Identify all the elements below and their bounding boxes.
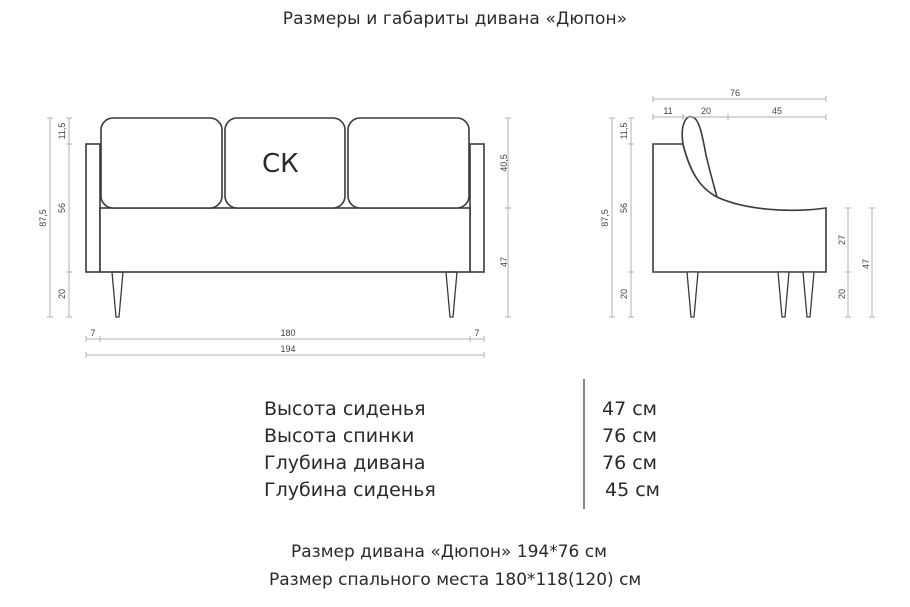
dim-front-total-height: 87,5 (38, 209, 48, 227)
left-armrest (85, 143, 101, 273)
dim-front-total-width: 194 (280, 344, 295, 354)
spec-value: 47 см (602, 398, 657, 420)
spec-label: Высота сиденья (264, 398, 426, 420)
spec-label: Высота спинки (264, 425, 415, 447)
sofa-model-label: СК (262, 149, 299, 179)
dim-side-body-height: 56 (619, 203, 629, 213)
right-armrest (469, 143, 485, 273)
back-cushion-middle (224, 117, 346, 209)
front-view (85, 117, 485, 318)
dim-side-total-height: 87,5 (600, 209, 610, 227)
dim-side-leg-height-left: 20 (619, 289, 629, 299)
front-dimension-lines (47, 117, 511, 358)
spec-label: Глубина сиденья (264, 479, 436, 501)
side-leg-front-2 (802, 271, 815, 318)
sofa-size-text: Размер дивана «Дюпон» 194*76 см (291, 542, 607, 562)
dim-side-arm-depth: 11 (663, 106, 672, 116)
spec-value: 76 см (602, 452, 657, 474)
sleeping-size-text: Размер спального места 180*118(120) см (269, 570, 642, 590)
sofa-drawings: СК 87,5 11,5 56 20 40,5 47 7 180 7 194 (38, 88, 875, 358)
back-cushion-left (100, 117, 223, 209)
dim-side-back-depth: 20 (701, 106, 711, 116)
dim-front-arm-right: 7 (474, 328, 479, 338)
dim-front-seat-height: 47 (499, 257, 509, 267)
side-view (652, 116, 827, 318)
dim-front-cushion-top: 11,5 (57, 123, 67, 140)
dim-front-leg-height: 20 (57, 289, 67, 299)
side-back-cushion (681, 116, 719, 199)
side-leg-rear (686, 271, 699, 318)
spec-value: 45 см (605, 479, 660, 501)
dim-front-seat-width: 180 (280, 328, 295, 338)
seat-base (99, 207, 471, 273)
front-leg-right (445, 271, 458, 318)
back-cushion-right (347, 117, 470, 209)
specs-divider (583, 379, 585, 509)
front-leg-left (111, 271, 124, 318)
side-dimension-lines (609, 96, 875, 318)
dim-front-back-height: 40,5 (499, 154, 509, 172)
front-dimension-labels: 87,5 11,5 56 20 40,5 47 7 180 7 194 (38, 123, 509, 354)
dim-side-seat-height: 47 (861, 259, 871, 269)
dim-front-body-height: 56 (57, 203, 67, 213)
dim-front-arm-left: 7 (90, 328, 95, 338)
side-dimension-labels: 76 11 20 45 87,5 11,5 56 20 27 20 47 (600, 88, 871, 299)
spec-value: 76 см (602, 425, 657, 447)
dim-side-leg-height-right: 20 (837, 289, 847, 299)
side-leg-front-1 (777, 271, 790, 318)
spec-label: Глубина дивана (264, 452, 426, 474)
dim-side-total-depth: 76 (730, 88, 740, 98)
page-title: Размеры и габариты дивана «Дюпон» (282, 9, 628, 29)
dim-side-seat-cushion: 27 (837, 235, 847, 245)
dim-side-seat-depth: 45 (772, 106, 782, 116)
side-body (652, 143, 827, 273)
dim-side-cushion-top: 11,5 (619, 123, 629, 140)
